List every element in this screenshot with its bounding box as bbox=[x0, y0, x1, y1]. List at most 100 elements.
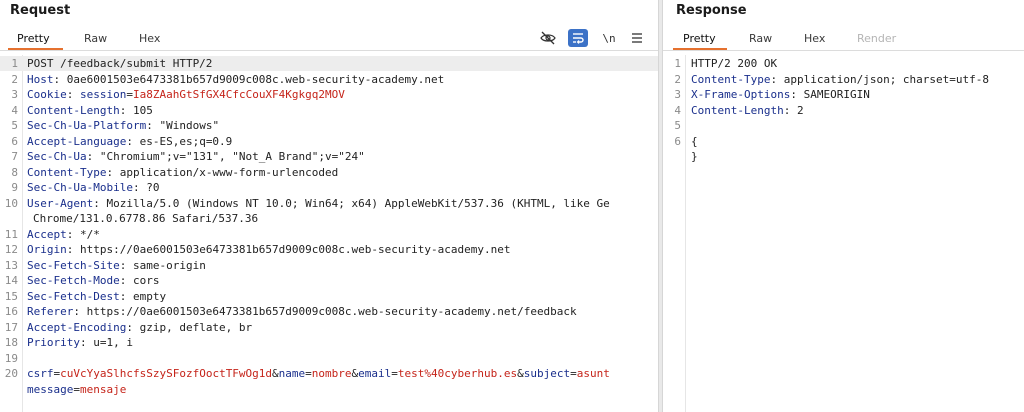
code-line: 19 bbox=[0, 351, 658, 366]
token-key: Sec-Fetch-Mode bbox=[27, 274, 120, 287]
tab-request-pretty[interactable]: Pretty bbox=[17, 32, 50, 45]
pane-splitter[interactable] bbox=[658, 0, 663, 412]
code-line: 2 Host: 0ae6001503e6473381b657d9009c008c.… bbox=[0, 72, 658, 87]
token-text: } bbox=[691, 150, 698, 163]
token-key: message bbox=[27, 382, 74, 396]
code-text: Accept-Language: es-ES,es;q=0.9 bbox=[27, 134, 232, 149]
code-line: 17 Accept-Encoding: gzip, deflate, br bbox=[0, 320, 658, 335]
line-number: 6 bbox=[674, 134, 681, 148]
eye-slash-icon[interactable] bbox=[538, 29, 558, 47]
code-text: Content-Type: application/json; charset=… bbox=[691, 72, 989, 87]
gutter-divider bbox=[685, 55, 686, 412]
word-wrap-icon[interactable] bbox=[568, 29, 588, 47]
token-text: : */* bbox=[66, 227, 100, 241]
token-key: Accept-Encoding bbox=[27, 320, 127, 334]
line-number: 11 bbox=[4, 227, 18, 241]
token-key: Content-Type bbox=[691, 72, 771, 86]
response-title: Response bbox=[676, 3, 747, 18]
token-text: : u=1, i bbox=[79, 336, 133, 349]
token-text: : SAMEORIGIN bbox=[790, 88, 870, 101]
token-value-highlight: cuVcYyaSlhcfsSzySFozfOoctTFwOg1d bbox=[60, 367, 273, 380]
response-pane: Response Pretty Raw Hex Render 1 HTTP/2 2… bbox=[663, 0, 1024, 412]
line-number: 3 bbox=[11, 88, 18, 101]
tab-response-raw[interactable]: Raw bbox=[749, 32, 773, 45]
token-key: Sec-Ch-Ua-Mobile bbox=[27, 181, 133, 194]
line-number: 1 bbox=[674, 57, 681, 70]
code-text: Referer: https://0ae6001503e6473381b657d… bbox=[27, 304, 577, 319]
token-value-highlight: Ia8ZAahGtSfGX4CfcCouXF4Kgkgq2MOV bbox=[132, 88, 345, 101]
code-text: HTTP/2 200 OK bbox=[691, 56, 777, 71]
code-line: 6{ bbox=[663, 134, 1024, 149]
line-number: 15 bbox=[4, 289, 18, 303]
line-number: 16 bbox=[4, 305, 18, 318]
code-text: Accept-Encoding: gzip, deflate, br bbox=[27, 320, 252, 335]
token-key: csrf bbox=[27, 367, 54, 380]
token-text: : application/json; charset=utf-8 bbox=[770, 72, 990, 86]
code-text: Cookie: session=Ia8ZAahGtSfGX4CfcCouXF4K… bbox=[27, 87, 345, 102]
code-text: Host: 0ae6001503e6473381b657d9009c008c.w… bbox=[27, 72, 444, 87]
code-text: X-Frame-Options: SAMEORIGIN bbox=[691, 87, 870, 102]
tab-response-pretty[interactable]: Pretty bbox=[683, 32, 716, 45]
gutter-divider bbox=[22, 55, 23, 412]
token-text: & bbox=[517, 367, 524, 380]
token-key: email bbox=[358, 367, 392, 380]
line-number: 14 bbox=[4, 274, 18, 287]
token-key: Sec-Fetch-Dest bbox=[27, 289, 120, 303]
code-text: message=mensaje bbox=[27, 382, 126, 397]
token-key: Sec-Ch-Ua bbox=[27, 150, 87, 163]
code-text: Origin: https://0ae6001503e6473381b657d9… bbox=[27, 242, 510, 257]
code-text: Content-Length: 105 bbox=[27, 103, 153, 118]
token-text: : cors bbox=[119, 274, 160, 287]
active-tab-indicator bbox=[673, 48, 727, 50]
token-text: = bbox=[305, 367, 312, 380]
token-key: Content-Length bbox=[27, 103, 120, 117]
token-text: { bbox=[691, 134, 698, 148]
newline-toggle-button[interactable]: \n bbox=[602, 31, 616, 45]
tab-response-render[interactable]: Render bbox=[857, 32, 897, 45]
line-number: 17 bbox=[4, 320, 18, 334]
code-text: User-Agent: Mozilla/5.0 (Windows NT 10.0… bbox=[27, 196, 610, 211]
request-title: Request bbox=[10, 3, 71, 18]
token-text: : same-origin bbox=[119, 258, 206, 272]
token-text: : ?0 bbox=[132, 181, 160, 194]
token-text: : empty bbox=[119, 289, 167, 303]
line-number: 13 bbox=[4, 258, 18, 272]
active-tab-indicator bbox=[8, 48, 63, 50]
token-text: : "Windows" bbox=[146, 119, 220, 132]
tab-request-hex[interactable]: Hex bbox=[139, 32, 161, 45]
code-text: Content-Length: 2 bbox=[691, 103, 804, 118]
token-key: Cookie bbox=[27, 88, 67, 101]
token-key: Origin bbox=[27, 243, 67, 256]
line-number: 20 bbox=[4, 367, 18, 380]
code-text: Sec-Ch-Ua-Mobile: ?0 bbox=[27, 180, 159, 195]
code-text: } bbox=[691, 149, 698, 164]
token-key: session bbox=[80, 88, 127, 101]
line-number: 2 bbox=[11, 72, 18, 86]
token-key: Priority bbox=[27, 336, 80, 349]
line-number: 5 bbox=[674, 119, 681, 132]
tab-request-raw[interactable]: Raw bbox=[84, 32, 108, 45]
token-key: subject bbox=[523, 367, 571, 380]
code-line: 16 Referer: https://0ae6001503e6473381b65… bbox=[0, 304, 658, 319]
tab-response-hex[interactable]: Hex bbox=[804, 32, 826, 45]
token-text: = bbox=[73, 382, 80, 396]
hamburger-menu-icon[interactable] bbox=[627, 29, 647, 47]
tabbar-divider bbox=[663, 50, 1024, 51]
code-text: Priority: u=1, i bbox=[27, 335, 133, 350]
code-line: 3 Cookie: session=Ia8ZAahGtSfGX4CfcCouXF4… bbox=[0, 87, 658, 102]
token-text: = bbox=[570, 367, 577, 380]
line-number: 19 bbox=[4, 351, 18, 365]
request-tabbar: Pretty Raw Hex bbox=[0, 28, 658, 50]
